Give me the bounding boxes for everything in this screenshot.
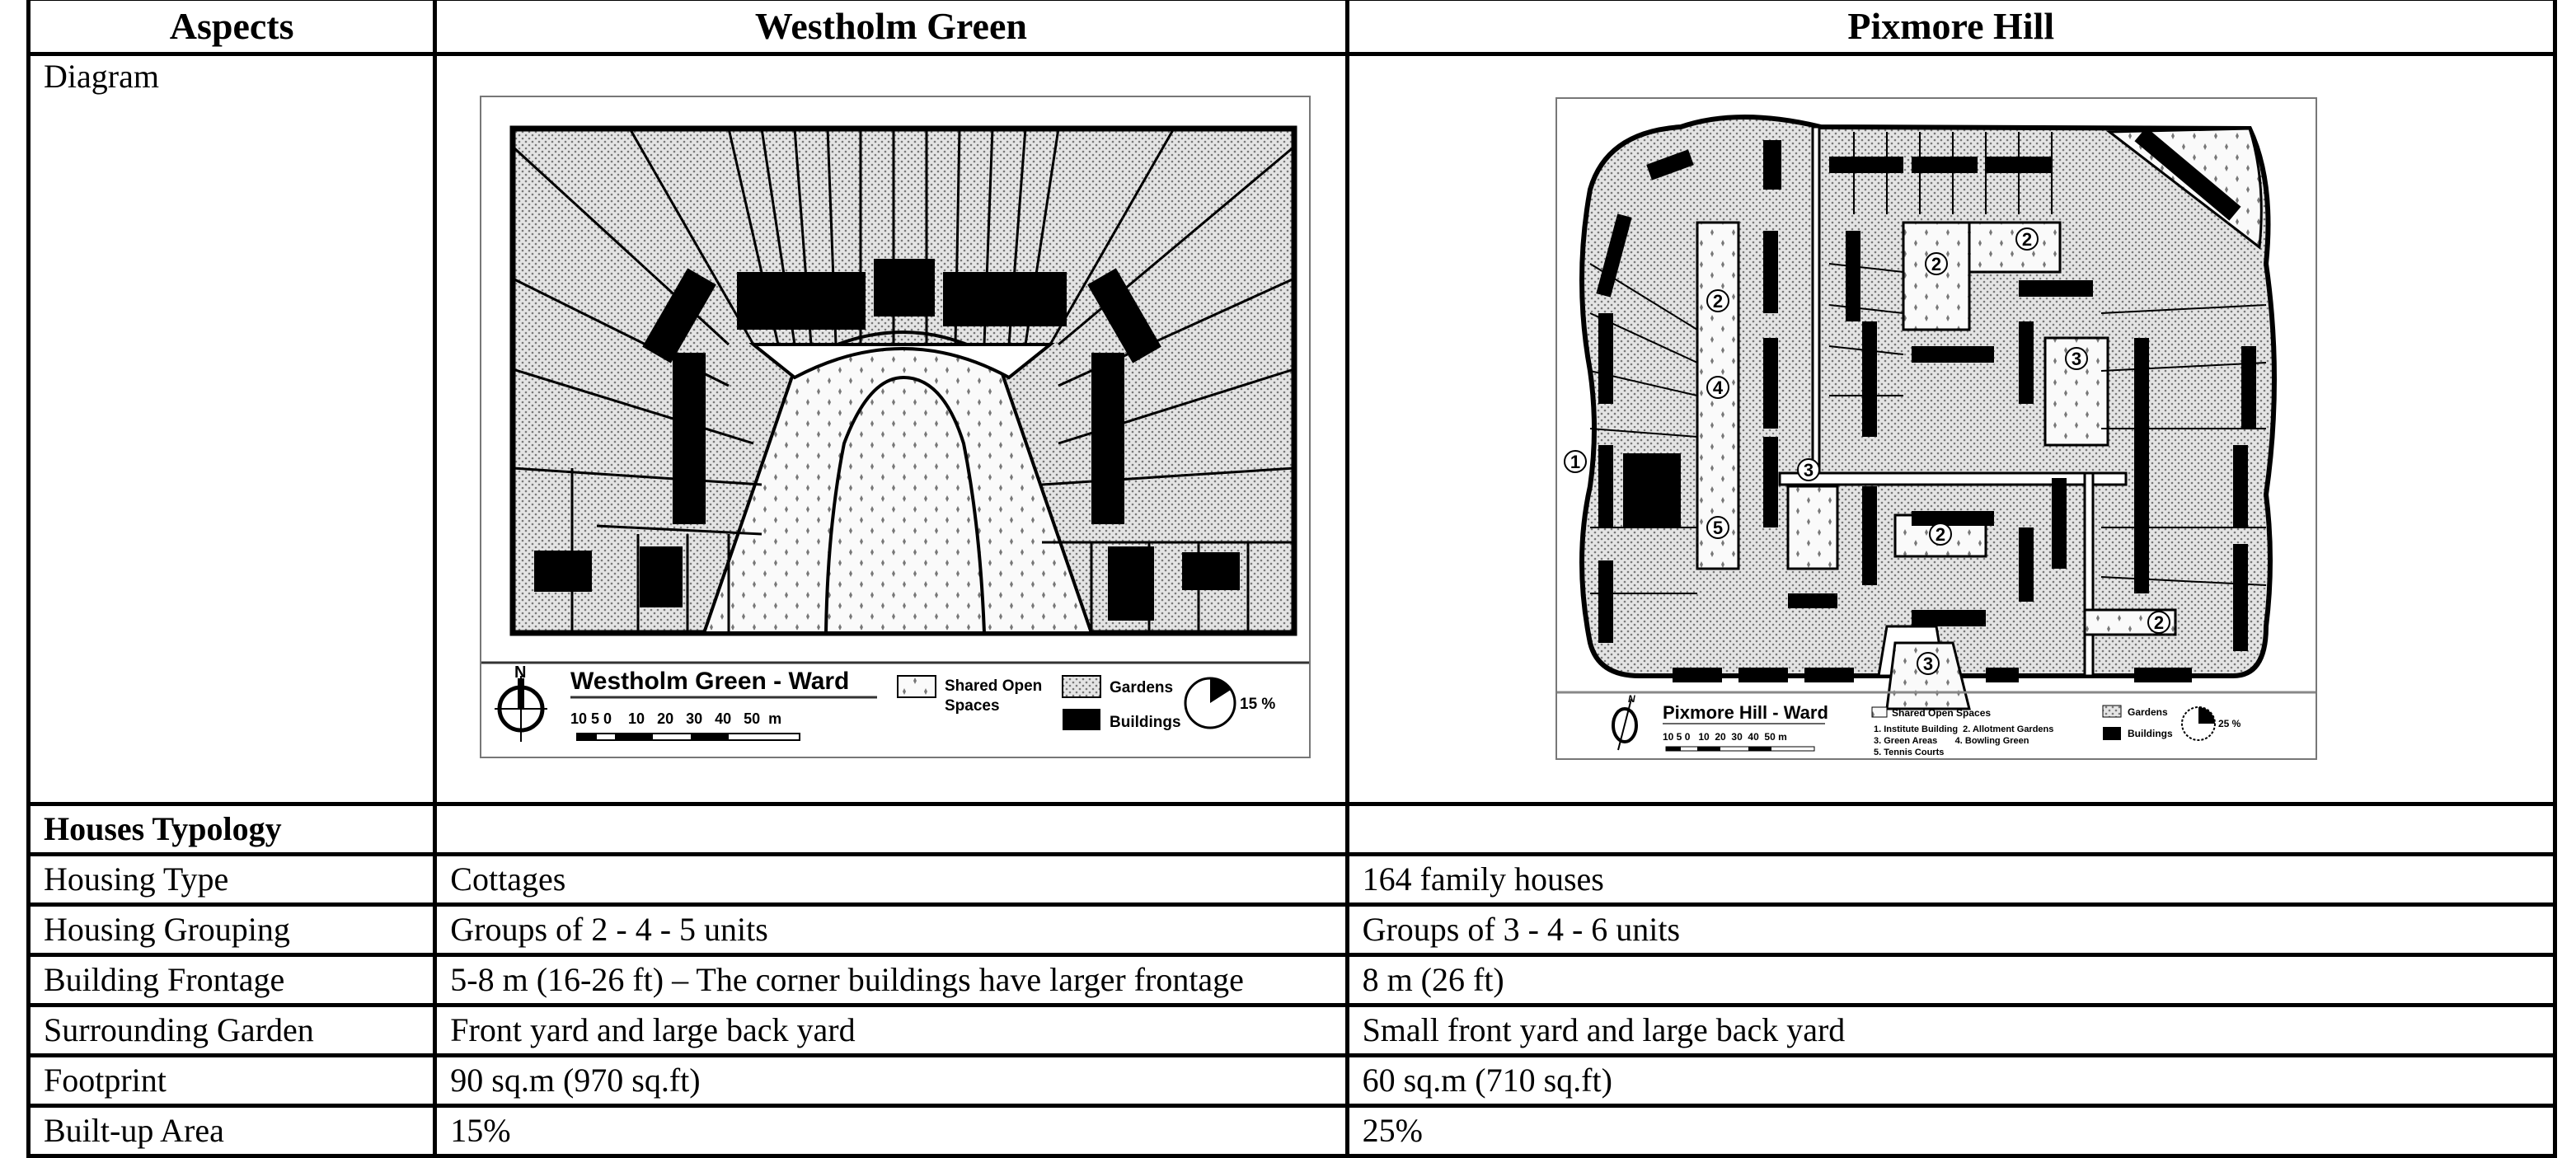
marker-2: 2	[2021, 229, 2031, 250]
marker-3: 3	[2071, 349, 2081, 369]
north-arrow-icon	[1611, 698, 1638, 751]
marker-2: 2	[1712, 291, 1722, 312]
north-label: N	[1628, 693, 1635, 705]
aspect-cell: Housing Grouping	[26, 902, 438, 957]
table-row: Built-up Area 15% 25%	[26, 1104, 2558, 1158]
buildings-swatch	[1063, 709, 1101, 730]
shared-open-spaces-swatch	[1871, 706, 1888, 718]
scale-bar	[1665, 746, 1815, 752]
pixmore-hill-diagram: 1 2 2 2 2 2 3 3 3 4 5	[1555, 97, 2317, 760]
table-row: Footprint 90 sq.m (970 sq.ft) 60 sq.m (7…	[26, 1053, 2558, 1108]
built-up-pie-icon	[2180, 706, 2216, 741]
section-label: Houses Typology	[26, 802, 438, 856]
marker-3: 3	[1803, 460, 1813, 481]
buildings-swatch	[2102, 727, 2121, 740]
scale-bar-labels: 10 5 0 10 20 30 40 50 m	[570, 710, 781, 727]
legend-item-1-2: 1. Institute Building 2. Allotment Garde…	[1874, 724, 2053, 734]
marker-2: 2	[2153, 612, 2163, 633]
built-up-pie-icon	[1184, 677, 1236, 729]
aspect-cell: Building Frontage	[26, 953, 438, 1007]
westholm-map-title: Westholm Green - Ward	[570, 668, 849, 695]
pixmore-cell: 8 m (26 ft)	[1344, 953, 2558, 1007]
north-label: N	[514, 663, 526, 682]
marker-3: 3	[1922, 654, 1932, 674]
marker-1: 1	[1570, 452, 1579, 472]
scale-bar-labels: 10 5 0 10 20 30 40 50 m	[1663, 731, 1787, 743]
built-up-percent: 15 %	[1240, 696, 1275, 713]
comparison-table: Aspects Westholm Green Pixmore Hill Diag…	[26, 0, 2558, 1158]
empty-cell	[433, 802, 1349, 856]
legend-buildings: Buildings	[2128, 728, 2173, 739]
westholm-cell: 5-8 m (16-26 ft) – The corner buildings …	[433, 953, 1349, 1007]
empty-cell	[1344, 802, 2558, 856]
legend-shared-open-spaces-line2: Spaces	[945, 697, 1000, 715]
legend-shared-open-spaces: Shared Open	[945, 677, 1042, 695]
marker-4: 4	[1712, 377, 1723, 398]
westholm-cell: 90 sq.m (970 sq.ft)	[433, 1053, 1349, 1108]
diagram-label: Diagram	[44, 58, 159, 96]
legend-gardens: Gardens	[1110, 679, 1173, 696]
marker-5: 5	[1712, 518, 1722, 538]
aspect-cell: Housing Type	[26, 852, 438, 907]
marker-2: 2	[1931, 254, 1940, 274]
shared-open-spaces-swatch	[897, 675, 937, 698]
table-row: Building Frontage 5-8 m (16-26 ft) – The…	[26, 953, 2558, 1007]
aspect-cell: Built-up Area	[26, 1104, 438, 1158]
westholm-site-plan: N Westholm Green - Ward 10 5 0 10 20 30 …	[481, 125, 1310, 742]
pixmore-cell: 164 family houses	[1344, 852, 2558, 907]
legend-shared-open-spaces: Shared Open Spaces	[1892, 707, 1991, 719]
legend-gardens: Gardens	[2128, 706, 2168, 718]
pixmore-cell: 25%	[1344, 1104, 2558, 1158]
westholm-green-diagram: N Westholm Green - Ward 10 5 0 10 20 30 …	[480, 96, 1311, 758]
westholm-cell: Cottages	[433, 852, 1349, 907]
header-row: Aspects Westholm Green Pixmore Hill	[26, 0, 2558, 56]
pixmore-cell: 60 sq.m (710 sq.ft)	[1344, 1053, 2558, 1108]
aspect-cell: Surrounding Garden	[26, 1003, 438, 1057]
header-pixmore-hill: Pixmore Hill	[1344, 0, 2558, 56]
header-westholm-green: Westholm Green	[433, 0, 1349, 56]
header-aspects: Aspects	[26, 0, 438, 56]
marker-2: 2	[1935, 524, 1945, 545]
diagram-row: Diagram	[26, 52, 2558, 806]
table-row: Housing Type Cottages 164 family houses	[26, 852, 2558, 907]
pixmore-cell: Groups of 3 - 4 - 6 units	[1344, 902, 2558, 957]
pixmore-cell: Small front yard and large back yard	[1344, 1003, 2558, 1057]
westholm-cell: 15%	[433, 1104, 1349, 1158]
legend-item-3-4: 3. Green Areas 4. Bowling Green	[1874, 736, 2029, 746]
pixmore-site-plan: 1 2 2 2 2 2 3 3 3 4 5	[1556, 115, 2316, 757]
scale-bar	[576, 733, 801, 741]
legend-buildings: Buildings	[1110, 714, 1181, 731]
aspect-cell: Footprint	[26, 1053, 438, 1108]
table-row: Housing Grouping Groups of 2 - 4 - 5 uni…	[26, 902, 2558, 957]
gardens-swatch	[2102, 705, 2122, 718]
built-up-percent: 25 %	[2218, 718, 2241, 729]
westholm-cell: Groups of 2 - 4 - 5 units	[433, 902, 1349, 957]
pixmore-map-title: Pixmore Hill - Ward	[1663, 702, 1828, 723]
table-row: Surrounding Garden Front yard and large …	[26, 1003, 2558, 1057]
section-row-houses-typology: Houses Typology	[26, 802, 2558, 856]
area-markers: 1 2 2 2 2 2 3 3 3 4 5	[1563, 227, 2170, 675]
north-arrow-icon	[495, 676, 548, 742]
gardens-swatch	[1062, 675, 1102, 698]
westholm-cell: Front yard and large back yard	[433, 1003, 1349, 1057]
legend-item-5: 5. Tennis Courts	[1874, 748, 1944, 757]
